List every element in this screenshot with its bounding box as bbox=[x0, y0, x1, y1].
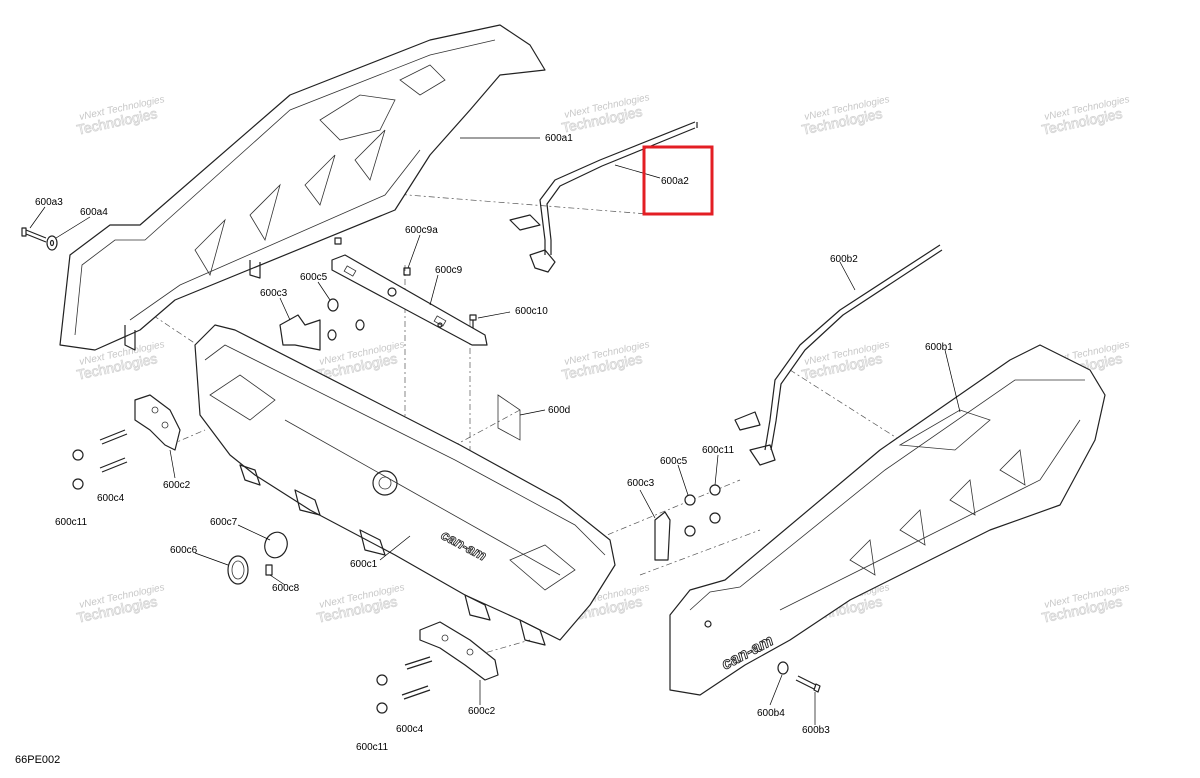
label-600c1[interactable]: 600c1 bbox=[350, 559, 378, 570]
watermark: vNext Technologies Technologies bbox=[560, 339, 651, 383]
label-600c11-right[interactable]: 600c11 bbox=[702, 445, 735, 456]
label-600b2[interactable]: 600b2 bbox=[830, 254, 858, 265]
label-600a4[interactable]: 600a4 bbox=[80, 207, 108, 218]
watermark: vNext Technologies Technologies bbox=[315, 582, 406, 626]
rail-600b2[interactable] bbox=[734, 244, 943, 466]
hinge-600c2-left[interactable] bbox=[134, 394, 181, 451]
watermark: vNext Technologies Technologies bbox=[75, 94, 166, 138]
watermark: vNext Technologies Technologies bbox=[1040, 94, 1131, 138]
label-600c2-bottom[interactable]: 600c2 bbox=[468, 706, 496, 717]
screw-600c10[interactable] bbox=[469, 314, 477, 328]
bolt-600b3[interactable] bbox=[795, 675, 821, 693]
rail-600a2[interactable] bbox=[509, 121, 698, 273]
nut-600c11-left[interactable] bbox=[72, 449, 84, 490]
label-600c5-right[interactable]: 600c5 bbox=[660, 456, 688, 467]
watermark: vNext Technologies Technologies bbox=[800, 339, 891, 383]
label-600c11-left[interactable]: 600c11 bbox=[55, 517, 88, 528]
label-600c3-right[interactable]: 600c3 bbox=[627, 478, 655, 489]
label-600c2-left[interactable]: 600c2 bbox=[163, 480, 191, 491]
watermark: vNext Technologies Technologies bbox=[315, 339, 406, 383]
label-600c4-left[interactable]: 600c4 bbox=[97, 493, 125, 504]
label-600c3-left[interactable]: 600c3 bbox=[260, 288, 288, 299]
clip-600c8[interactable] bbox=[265, 564, 273, 576]
leader-lines bbox=[29, 137, 961, 725]
label-600b4[interactable]: 600b4 bbox=[757, 708, 785, 719]
watermark: vNext Technologies Technologies bbox=[75, 582, 166, 626]
label-600c6[interactable]: 600c6 bbox=[170, 545, 198, 556]
highlight-box bbox=[642, 145, 714, 216]
panel-600a1[interactable] bbox=[59, 24, 546, 351]
label-600c7[interactable]: 600c7 bbox=[210, 517, 238, 528]
reference-code: 66PE002 bbox=[15, 754, 60, 766]
watermark: vNext Technologies Technologies bbox=[800, 94, 891, 138]
bracket-600c3-upper[interactable] bbox=[279, 314, 321, 351]
label-600c11-bottom[interactable]: 600c11 bbox=[356, 742, 389, 753]
washer-600b4[interactable] bbox=[777, 661, 789, 675]
bolt-600a3[interactable] bbox=[21, 227, 47, 243]
panel-600b1[interactable]: can-am bbox=[669, 344, 1106, 696]
nut-600c5-upper[interactable] bbox=[327, 298, 365, 341]
part-labels: 600a1 600a2 600a3 600a4 600c9a 600c9 600… bbox=[35, 133, 953, 753]
screw-small[interactable] bbox=[334, 237, 342, 245]
label-600c8[interactable]: 600c8 bbox=[272, 583, 300, 594]
emblem-600c6[interactable] bbox=[227, 555, 249, 585]
sticker-600d[interactable] bbox=[497, 394, 521, 441]
label-600c5-left[interactable]: 600c5 bbox=[300, 272, 328, 283]
label-600d[interactable]: 600d bbox=[548, 405, 570, 416]
watermark: vNext Technologies Technologies bbox=[1040, 582, 1131, 626]
label-600a1[interactable]: 600a1 bbox=[545, 133, 573, 144]
nut-600c11-right[interactable] bbox=[709, 484, 721, 524]
bumper-600c1[interactable]: can-am bbox=[194, 324, 616, 646]
watermark: vNext Technologies Technologies bbox=[560, 92, 651, 136]
label-600a2[interactable]: 600a2 bbox=[661, 176, 689, 187]
washer-600a4[interactable] bbox=[46, 235, 58, 251]
nut-600c11-bottom[interactable] bbox=[376, 674, 388, 714]
label-600c9[interactable]: 600c9 bbox=[435, 265, 463, 276]
disc-600c7[interactable] bbox=[261, 529, 291, 561]
label-600c4-bottom[interactable]: 600c4 bbox=[396, 724, 424, 735]
label-600c10[interactable]: 600c10 bbox=[515, 306, 548, 317]
bolt-600c4-bottom[interactable] bbox=[401, 656, 433, 700]
hinge-600c2-bottom[interactable] bbox=[419, 621, 499, 681]
bracket-600c9[interactable] bbox=[331, 254, 488, 346]
label-600a3[interactable]: 600a3 bbox=[35, 197, 63, 208]
bolt-600c4-left[interactable] bbox=[99, 429, 128, 473]
nut-600c5-right[interactable] bbox=[684, 494, 696, 537]
label-600b3[interactable]: 600b3 bbox=[802, 725, 830, 736]
label-600b1[interactable]: 600b1 bbox=[925, 342, 953, 353]
label-600c9a[interactable]: 600c9a bbox=[405, 225, 438, 236]
bracket-600c3-right[interactable] bbox=[654, 511, 671, 561]
